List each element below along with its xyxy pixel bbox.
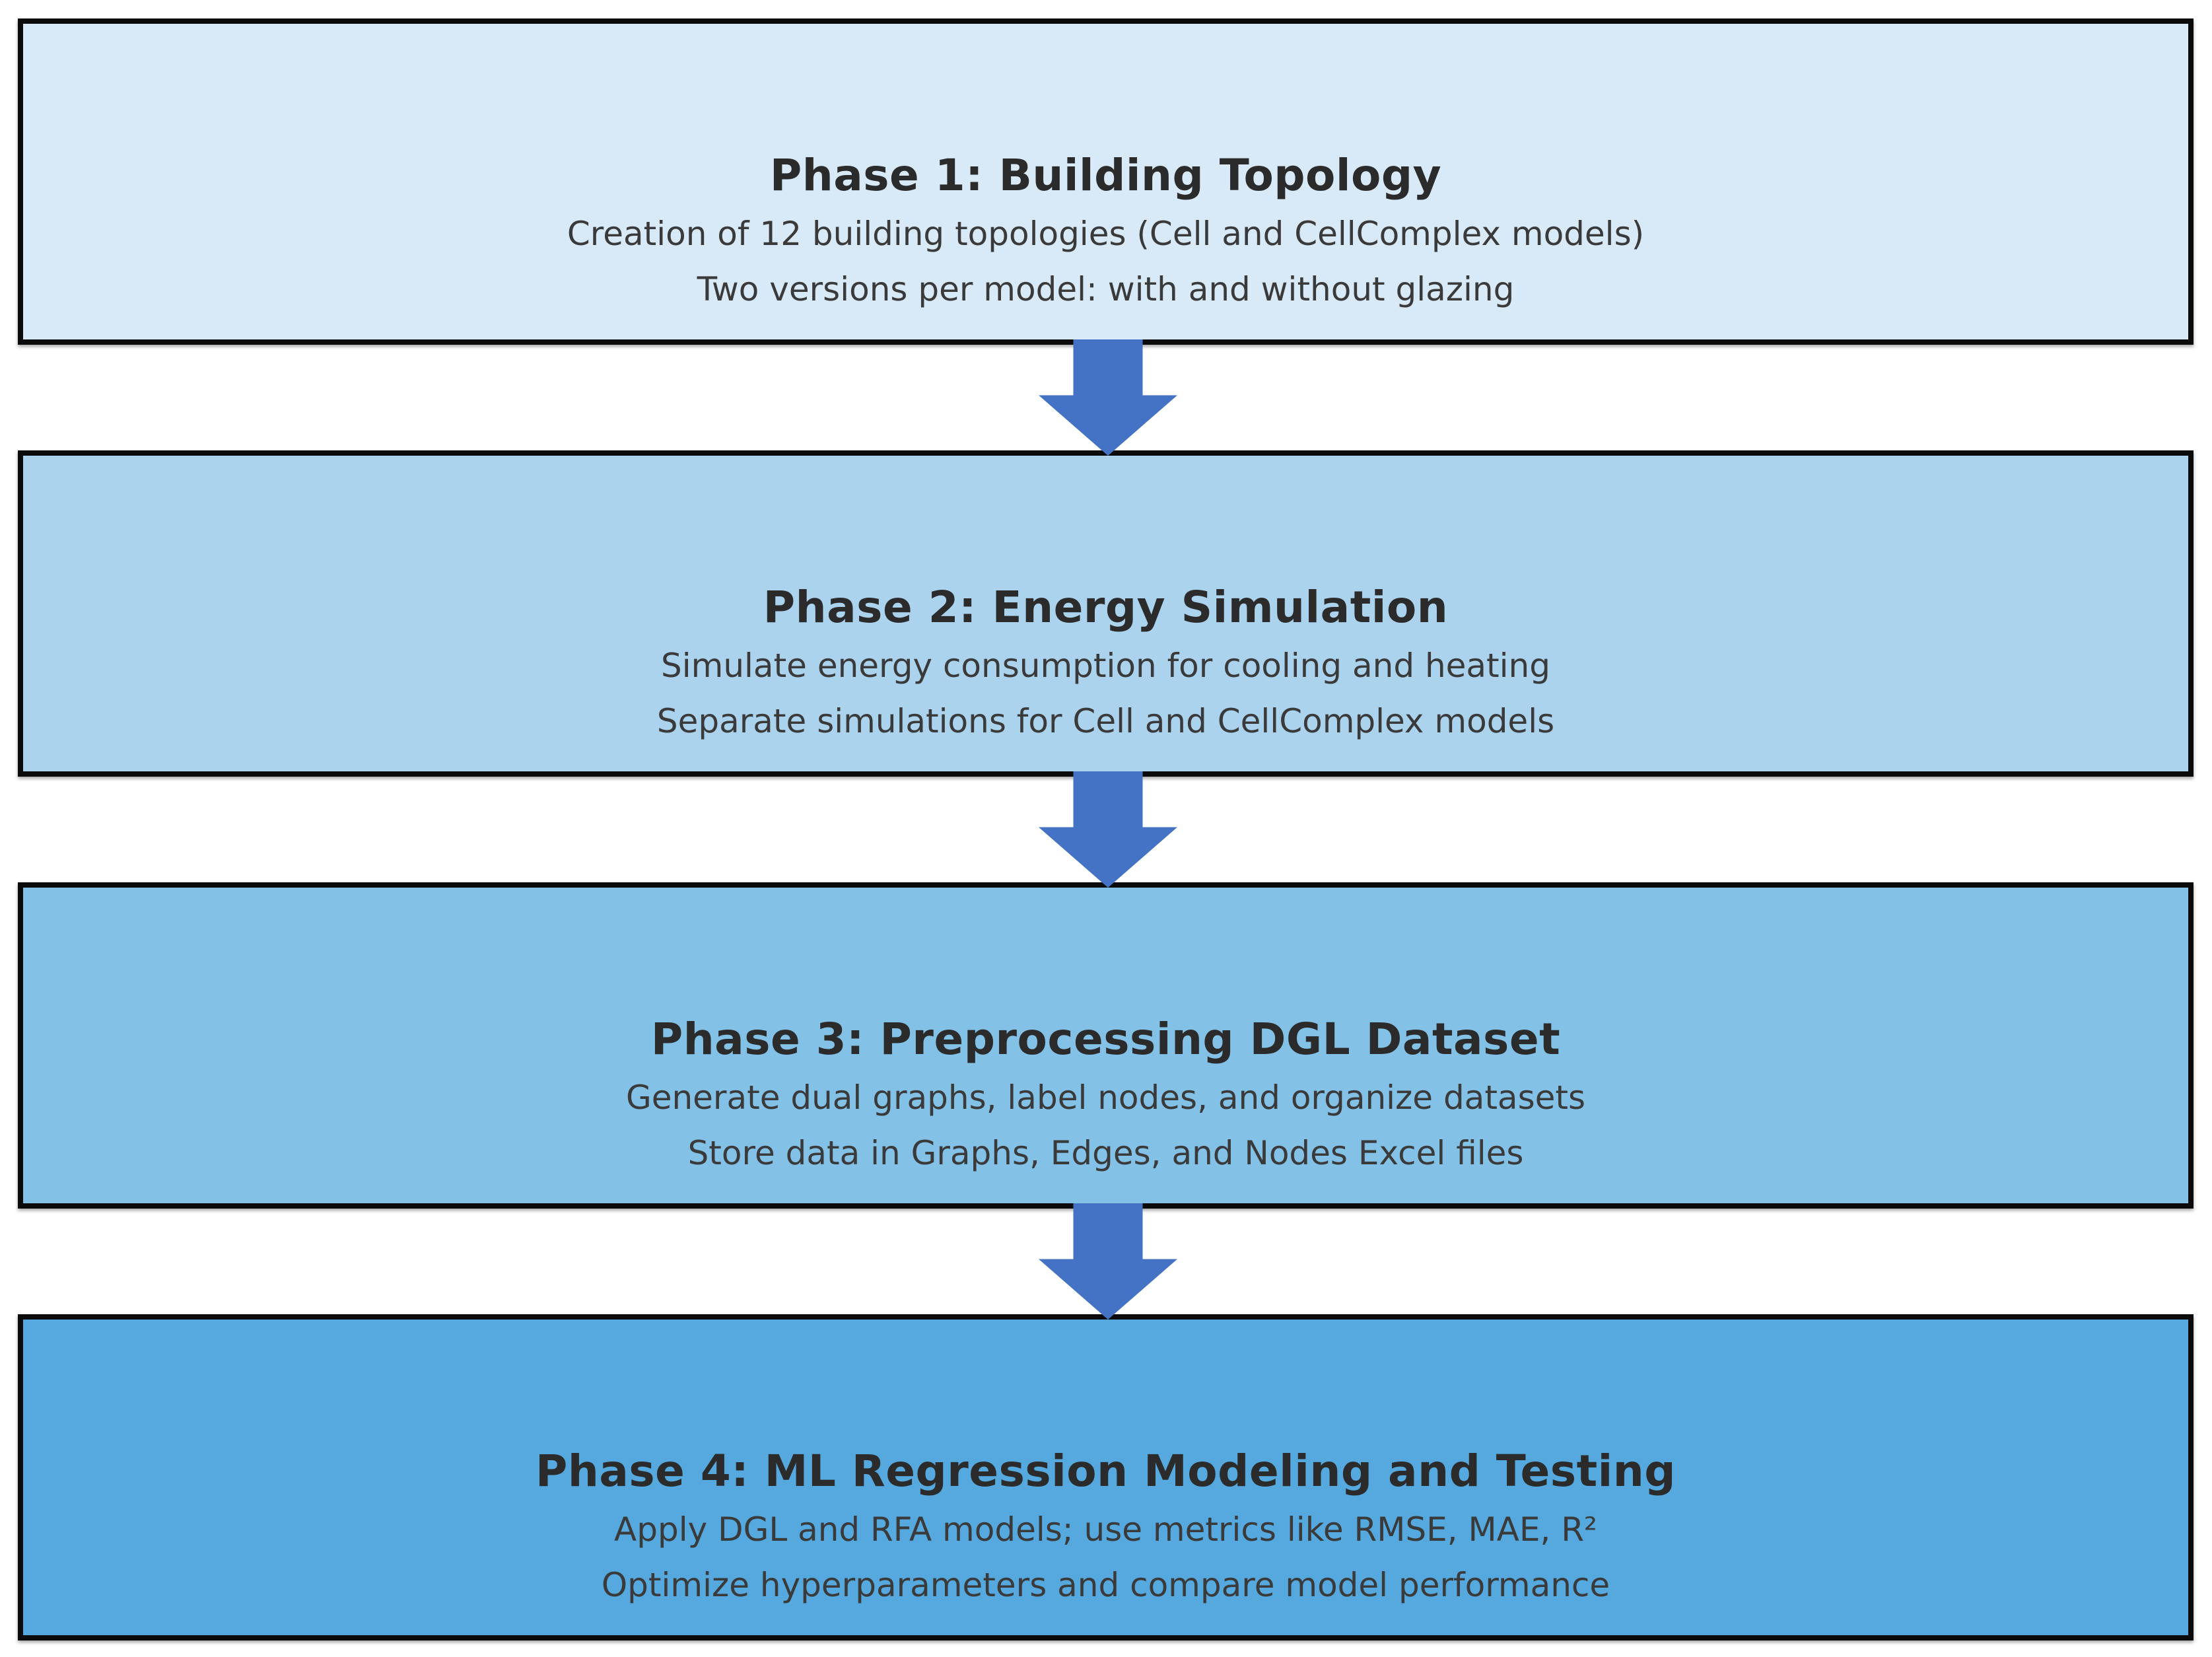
phase-1-line-1: Creation of 12 building topologies (Cell… [567,215,1645,253]
phase-2-title: Phase 2: Energy Simulation [763,582,1449,633]
phase-2-line-2: Separate simulations for Cell and CellCo… [656,702,1555,740]
phase-2-content: Phase 2: Energy Simulation Simulate ener… [23,456,2188,771]
phase-3-title: Phase 3: Preprocessing DGL Dataset [650,1014,1561,1065]
phase-3-line-1: Generate dual graphs, label nodes, and o… [625,1078,1586,1117]
down-arrow-icon-1 [1039,339,1177,456]
phase-4-content: Phase 4: ML Regression Modeling and Test… [23,1320,2188,1635]
phase-2-box: Phase 2: Energy Simulation Simulate ener… [18,450,2194,777]
phase-3-box: Phase 3: Preprocessing DGL Dataset Gener… [18,882,2194,1209]
phase-1-content: Phase 1: Building Topology Creation of 1… [23,24,2188,339]
phase-2-line-1: Simulate energy consumption for cooling … [661,647,1550,685]
phase-1-box: Phase 1: Building Topology Creation of 1… [18,18,2194,345]
down-arrow-icon-2 [1039,771,1177,888]
phase-1-title: Phase 1: Building Topology [769,150,1442,201]
phase-4-line-2: Optimize hyperparameters and compare mod… [601,1566,1610,1604]
phase-4-line-1: Apply DGL and RFA models; use metrics li… [614,1510,1597,1549]
down-arrow-icon-3 [1039,1203,1177,1320]
phase-4-box: Phase 4: ML Regression Modeling and Test… [18,1314,2194,1640]
phase-3-line-2: Store data in Graphs, Edges, and Nodes E… [687,1134,1524,1172]
phase-1-line-2: Two versions per model: with and without… [697,270,1515,308]
phase-4-title: Phase 4: ML Regression Modeling and Test… [536,1446,1676,1497]
phase-3-content: Phase 3: Preprocessing DGL Dataset Gener… [23,888,2188,1203]
